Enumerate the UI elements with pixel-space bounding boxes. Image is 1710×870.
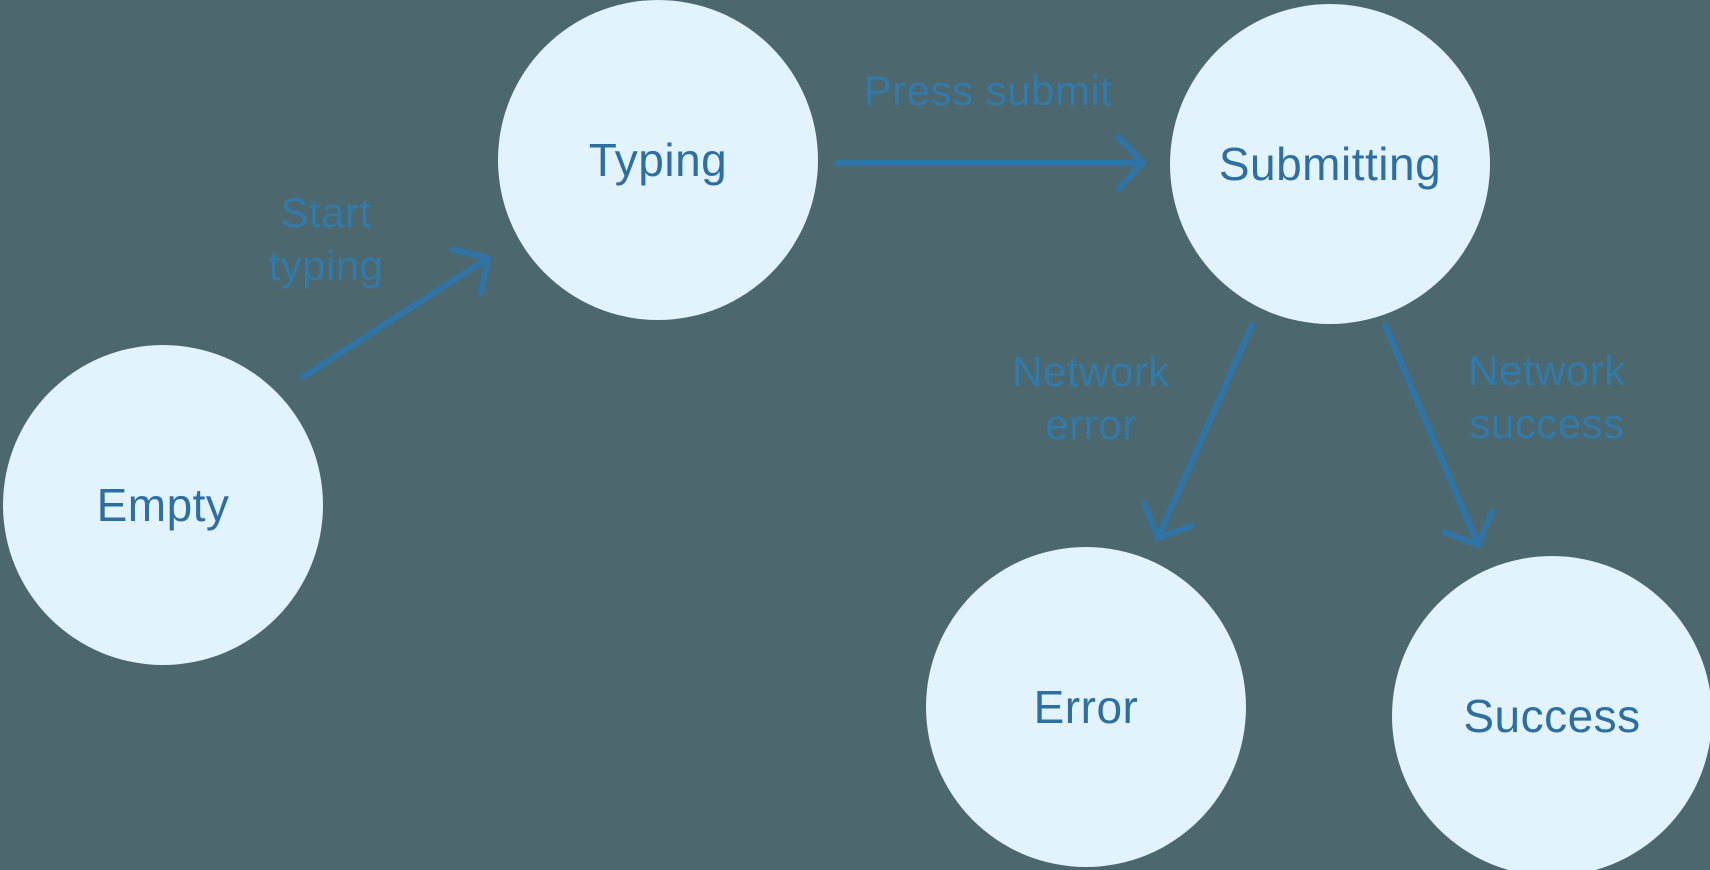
- arrowhead-icon: [1141, 501, 1195, 541]
- state-node-success: Success: [1392, 556, 1710, 870]
- state-circle-success: [1392, 556, 1710, 870]
- arrowhead-icon: [1114, 134, 1146, 192]
- edge-label-press-submit: Press submit: [864, 67, 1113, 114]
- state-label-submitting: Submitting: [1219, 138, 1441, 190]
- state-circle-submitting: [1170, 4, 1490, 324]
- edge-press-submit: Press submit: [834, 67, 1146, 192]
- edge-line-network-success: [1382, 322, 1481, 548]
- state-circle-error: [926, 547, 1246, 867]
- state-label-typing: Typing: [589, 134, 728, 186]
- state-node-error: Error: [926, 547, 1246, 867]
- state-node-empty: Empty: [3, 345, 323, 665]
- state-node-submitting: Submitting: [1170, 4, 1490, 324]
- state-circle-empty: [3, 345, 323, 665]
- edge-line-start-typing: [300, 255, 491, 380]
- state-node-typing: Typing: [498, 0, 818, 320]
- state-circle-typing: [498, 0, 818, 320]
- arrowhead-icon: [449, 246, 491, 297]
- state-label-error: Error: [1034, 681, 1139, 733]
- edge-line-network-error: [1155, 322, 1255, 541]
- arrowhead-icon: [1441, 508, 1496, 548]
- state-label-empty: Empty: [97, 479, 230, 531]
- state-label-success: Success: [1463, 690, 1640, 742]
